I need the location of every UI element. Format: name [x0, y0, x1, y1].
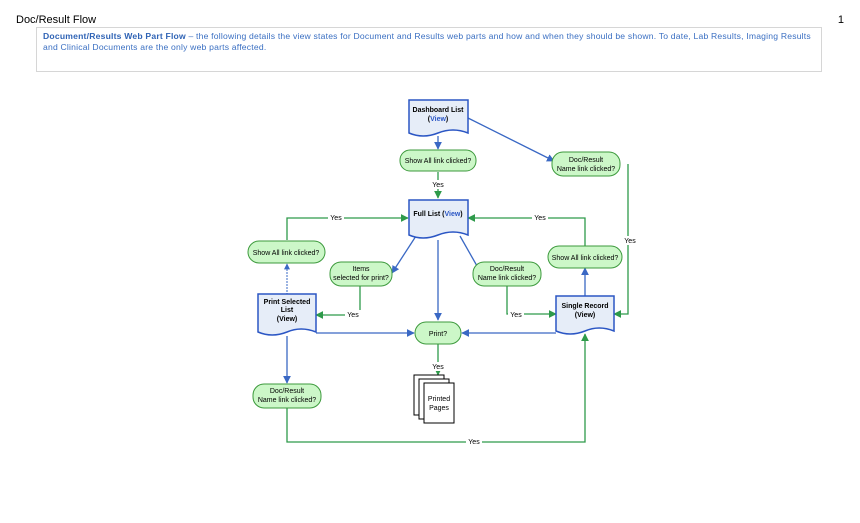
decision-docname-top-line2: Name link clicked? — [557, 166, 615, 173]
decision-docname-mid-line2: Name link clicked? — [478, 275, 536, 282]
page-number: 1 — [837, 14, 844, 26]
node-dashboard-close: ) — [446, 116, 448, 123]
node-printed-pages-line2: Pages — [429, 405, 449, 412]
decision-items-line1: Items — [352, 266, 370, 273]
page-title: Doc/Result Flow — [16, 14, 97, 26]
decision-docname-bottom: Doc/Result Name link clicked? — [252, 383, 322, 409]
description-body: – the following details the view states … — [43, 31, 811, 52]
node-single-record-line1: Single Record — [561, 303, 608, 310]
decision-show-all-right-label: Show All link clicked? — [552, 255, 619, 262]
svg-text:Full List (View): Full List (View) — [413, 211, 462, 218]
node-print-selected-list: Print Selected List (View) — [257, 293, 317, 336]
edge-label-yes: Yes — [534, 215, 546, 222]
edge-full-to-items — [391, 235, 417, 274]
decision-print: Print? — [414, 321, 462, 345]
description-heading: Document/Results Web Part Flow — [43, 31, 186, 41]
node-full-list: Full List (View) — [408, 199, 469, 239]
node-single-record: Single Record (View) — [555, 295, 615, 335]
node-print-selected-line3: (View) — [277, 316, 298, 323]
node-full-list-label: Full List ( — [413, 211, 445, 218]
edge-dashboard-to-docname-top — [467, 117, 555, 162]
edge-showall-left-to-full — [286, 214, 409, 240]
svg-text:(View): (View) — [428, 116, 449, 123]
node-dashboard-line1: Dashboard List — [413, 107, 465, 114]
node-dashboard-list: Dashboard List (View) — [408, 99, 469, 137]
decision-docname-mid-line1: Doc/Result — [490, 266, 524, 273]
decision-show-all-left-label: Show All link clicked? — [253, 250, 320, 257]
decision-items-selected: Items selected for print? — [329, 261, 393, 287]
decision-items-line2: selected for print? — [333, 275, 389, 282]
node-printed-pages-line1: Printed — [428, 396, 450, 403]
decision-docname-top-line1: Doc/Result — [569, 157, 603, 164]
decision-docname-bottom-line1: Doc/Result — [270, 388, 304, 395]
node-print-selected-line1: Print Selected — [264, 299, 311, 306]
edge-label-yes: Yes — [347, 312, 359, 319]
edge-label-yes: Yes — [432, 182, 444, 189]
view-link[interactable]: View — [444, 211, 460, 218]
decision-docname-bottom-line2: Name link clicked? — [258, 397, 316, 404]
view-link[interactable]: View — [430, 116, 446, 123]
node-dashboard-open: ( — [428, 116, 431, 123]
edge-showall-right-to-full — [467, 214, 586, 246]
edge-label-yes: Yes — [510, 312, 522, 319]
node-printed-pages: Printed Pages — [413, 374, 455, 424]
edge-label-yes: Yes — [468, 439, 480, 446]
edge-docname-bottom-to-single — [286, 333, 589, 443]
node-single-record-line2: (View) — [575, 312, 596, 319]
edge-docname-top-to-single — [613, 164, 629, 318]
edge-docname-mid-to-single — [506, 284, 557, 318]
node-print-selected-line2: List — [281, 307, 294, 314]
edge-label-yes: Yes — [432, 364, 444, 371]
decision-show-all-top: Show All link clicked? — [399, 149, 477, 172]
decision-show-all-left: Show All link clicked? — [247, 240, 326, 264]
decision-docname-top: Doc/Result Name link clicked? — [551, 151, 621, 177]
edge-label-yes: Yes — [330, 215, 342, 222]
edge-label-yes: Yes — [624, 238, 636, 245]
description-box: Document/Results Web Part Flow – the fol… — [36, 27, 822, 72]
node-full-list-close: ) — [460, 211, 462, 218]
decision-print-label: Print? — [429, 331, 447, 338]
decision-docname-mid: Doc/Result Name link clicked? — [472, 261, 542, 287]
decision-show-all-right: Show All link clicked? — [547, 245, 623, 269]
decision-show-all-top-label: Show All link clicked? — [405, 158, 472, 165]
